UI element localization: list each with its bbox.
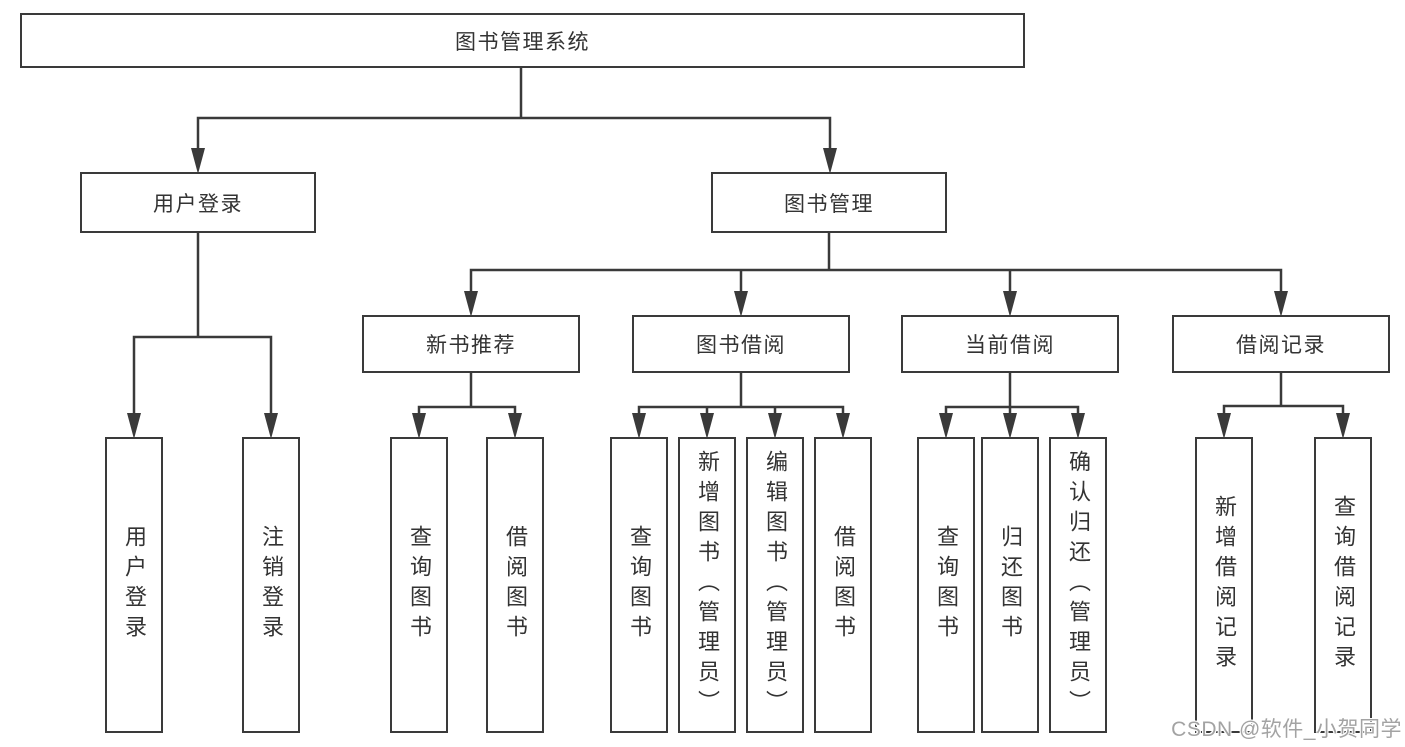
connector-paths (132, 66, 1345, 417)
leaf-edit-book-admin: 编辑图书（管理员） (746, 437, 804, 733)
leaf-query-books-recommendation: 查询图书 (390, 437, 448, 733)
node-user-login: 用户登录 (80, 172, 316, 233)
leaf-borrow-books-borrowing: 借阅图书 (814, 437, 872, 733)
watermark: CSDN @软件_小贺同学 (1171, 718, 1402, 741)
leaf-add-borrow-record: 新增借阅记录 (1195, 437, 1253, 733)
leaf-user-login: 用户登录 (105, 437, 163, 733)
connector-arrowheads (127, 148, 1350, 439)
leaf-query-borrow-record: 查询借阅记录 (1314, 437, 1372, 733)
node-current-borrowing: 当前借阅 (901, 315, 1119, 373)
node-borrowing-records: 借阅记录 (1172, 315, 1390, 373)
leaf-query-books-borrowing: 查询图书 (610, 437, 668, 733)
leaf-borrow-books-recommendation: 借阅图书 (486, 437, 544, 733)
leaf-return-book: 归还图书 (981, 437, 1039, 733)
leaf-add-book-admin: 新增图书（管理员） (678, 437, 736, 733)
node-book-management: 图书管理 (711, 172, 947, 233)
node-book-borrowing: 图书借阅 (632, 315, 850, 373)
leaf-logout: 注销登录 (242, 437, 300, 733)
leaf-confirm-return-admin: 确认归还（管理员） (1049, 437, 1107, 733)
leaf-query-books-current: 查询图书 (917, 437, 975, 733)
node-library-management-system: 图书管理系统 (20, 13, 1025, 68)
node-new-book-recommendation: 新书推荐 (362, 315, 580, 373)
